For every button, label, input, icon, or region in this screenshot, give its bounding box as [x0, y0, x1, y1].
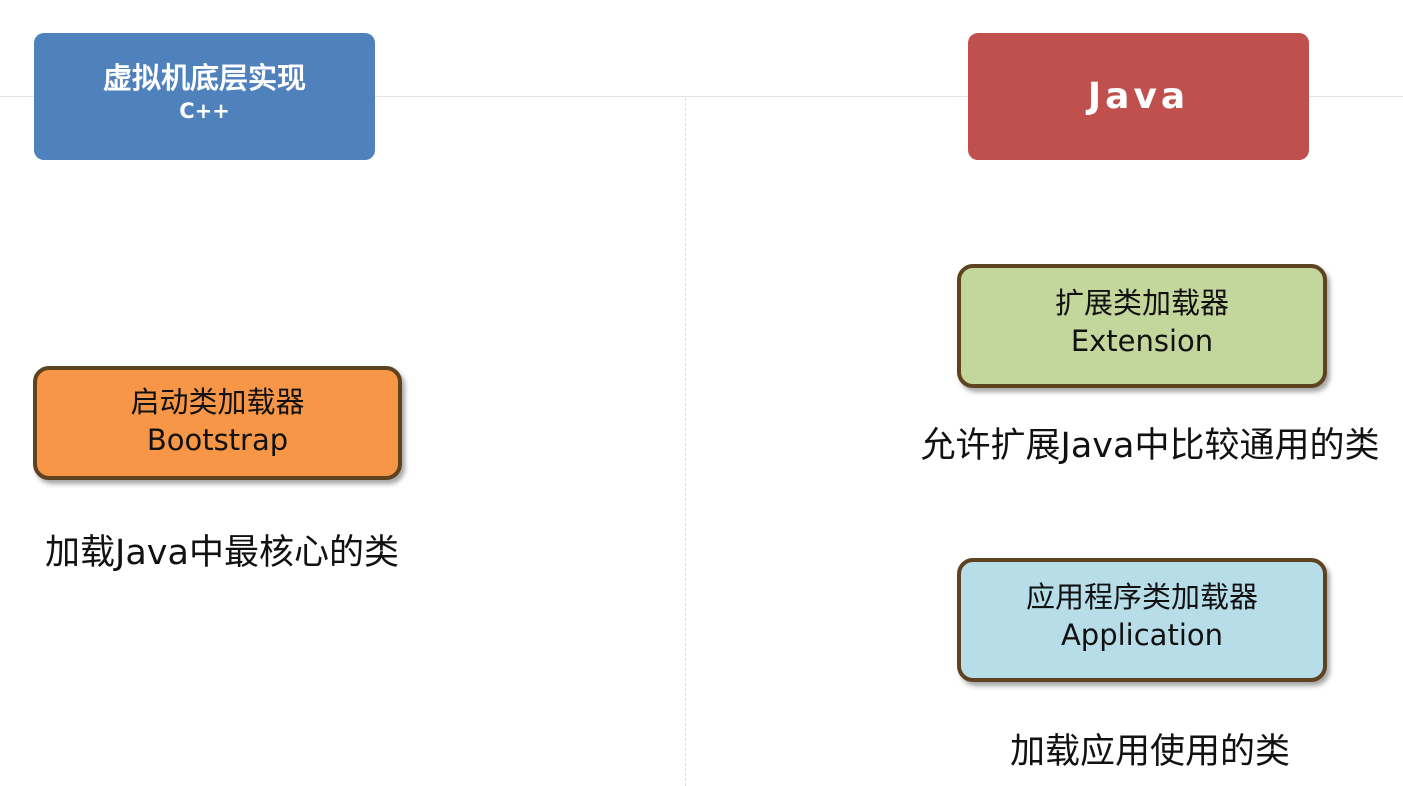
- extension-loader-box: 扩展类加载器 Extension: [957, 264, 1327, 388]
- application-loader-description: 加载应用使用的类: [1009, 732, 1290, 772]
- native-layer-title: 虚拟机底层实现: [102, 60, 306, 95]
- bootstrap-loader-description: 加载Java中最核心的类: [45, 533, 399, 573]
- application-loader-name: 应用程序类加载器: [1025, 580, 1258, 614]
- center-divider: [685, 98, 686, 786]
- extension-loader-description: 允许扩展Java中比较通用的类: [920, 426, 1380, 466]
- extension-loader-name: 扩展类加载器: [1054, 286, 1229, 320]
- extension-loader-english: Extension: [1070, 324, 1214, 358]
- java-layer-header: Java: [968, 33, 1309, 160]
- application-loader-english: Application: [1060, 618, 1224, 652]
- bootstrap-loader-english: Bootstrap: [146, 423, 289, 457]
- bootstrap-loader-name: 启动类加载器: [130, 385, 305, 419]
- top-rule: [0, 96, 1403, 97]
- bootstrap-loader-box: 启动类加载器 Bootstrap: [33, 366, 402, 480]
- application-loader-box: 应用程序类加载器 Application: [957, 558, 1327, 682]
- java-layer-title: Java: [1087, 76, 1190, 117]
- native-layer-header: 虚拟机底层实现 C++: [34, 33, 375, 160]
- native-layer-language: C++: [179, 98, 230, 123]
